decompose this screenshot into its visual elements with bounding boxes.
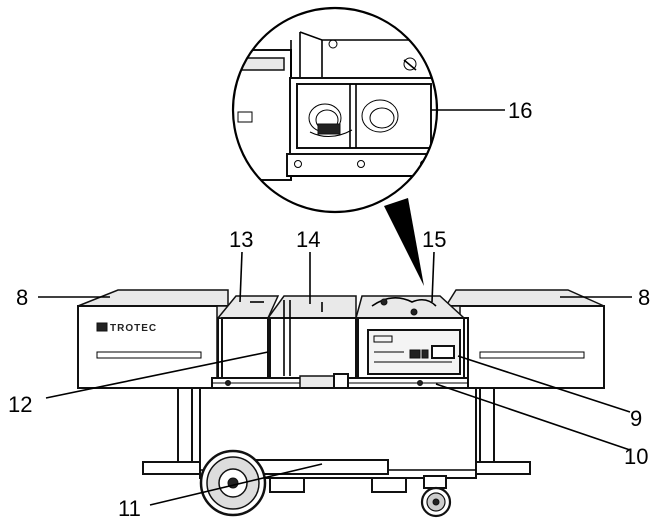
callout-14: 14 bbox=[296, 227, 320, 252]
side-unit-left: TROTEC bbox=[77, 289, 230, 389]
left-leg bbox=[177, 387, 193, 471]
callout-12: 12 bbox=[8, 392, 32, 417]
callout-10: 10 bbox=[624, 444, 648, 469]
callout-8-left: 8 bbox=[16, 285, 28, 310]
large-wheel bbox=[199, 449, 267, 517]
callout-11: 11 bbox=[118, 496, 141, 521]
callout-15: 15 bbox=[422, 227, 446, 252]
leader-lines bbox=[38, 109, 632, 506]
callout-8-right: 8 bbox=[638, 285, 650, 310]
machine-assembly: TROTEC bbox=[77, 289, 605, 518]
leader-9 bbox=[457, 355, 631, 413]
castor-wheel bbox=[420, 475, 452, 518]
leader-10 bbox=[435, 383, 631, 451]
zoom-pointer-wedge bbox=[384, 198, 424, 286]
module-14 bbox=[269, 317, 357, 379]
brand-logo: TROTEC bbox=[110, 323, 157, 334]
trotec-logo-icon bbox=[96, 322, 108, 332]
leader-13 bbox=[239, 251, 243, 303]
detail-zoom-view bbox=[231, 6, 439, 286]
leader-12 bbox=[45, 351, 269, 399]
module-13 bbox=[221, 317, 269, 379]
central-body bbox=[216, 295, 469, 381]
callout-9: 9 bbox=[630, 406, 642, 431]
callout-13: 13 bbox=[229, 227, 253, 252]
callout-labels: 16 13 14 15 8 8 12 9 10 11 bbox=[8, 98, 650, 521]
leader-11 bbox=[149, 463, 323, 506]
side-unit-right bbox=[444, 289, 605, 389]
leader-15 bbox=[431, 251, 435, 303]
callout-16: 16 bbox=[508, 98, 532, 123]
